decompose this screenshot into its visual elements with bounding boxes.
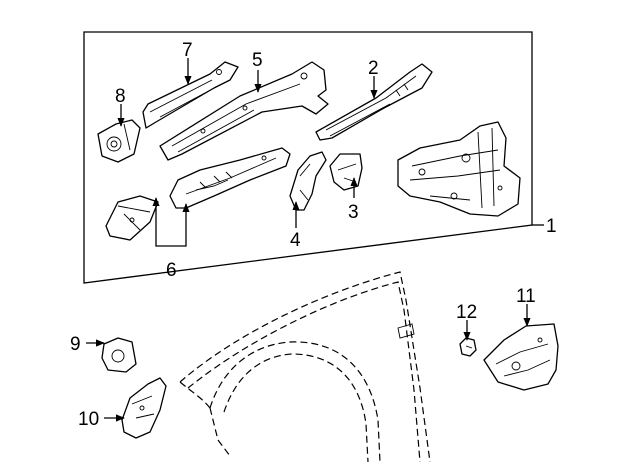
callout-9: 9 <box>70 334 81 355</box>
callout-8: 8 <box>115 86 126 107</box>
part-6-apron-reinforcement <box>169 147 291 209</box>
callout-6-leader-left <box>152 197 172 247</box>
callout-5: 5 <box>252 50 263 71</box>
part-11-panel <box>483 323 559 391</box>
callout-6: 6 <box>166 260 177 281</box>
part-8-bracket <box>97 119 141 163</box>
part-7-upper-rail <box>142 61 239 129</box>
part-5-side-member <box>159 61 329 161</box>
part-9-bracket <box>101 337 137 373</box>
callout-2: 2 <box>368 58 379 79</box>
callout-11: 11 <box>516 286 536 307</box>
part-1-apron-assembly <box>397 121 521 217</box>
part-10-bracket <box>121 377 167 439</box>
callout-12: 12 <box>456 302 477 323</box>
callout-3: 3 <box>348 202 359 223</box>
callout-1: 1 <box>546 216 557 237</box>
part-12-clip <box>459 337 477 357</box>
callout-6-leader-right <box>172 203 190 247</box>
part-2-rail-extension <box>315 63 433 141</box>
fender-outline <box>179 271 431 463</box>
callout-10: 10 <box>78 409 99 430</box>
callout-7: 7 <box>182 40 193 61</box>
part-6-lower-bracket-left <box>105 195 159 241</box>
part-4-bracket <box>289 151 327 211</box>
part-3-gusset <box>329 153 363 191</box>
callout-4: 4 <box>290 230 301 251</box>
